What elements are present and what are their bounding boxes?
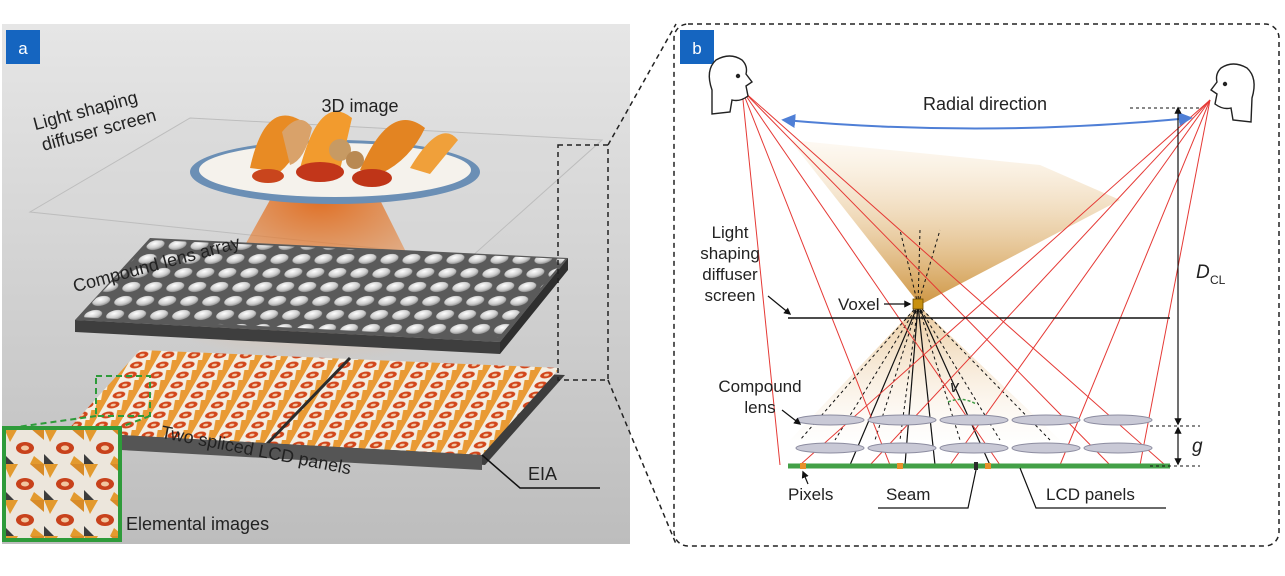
label-radial-direction: Radial direction [923,94,1047,114]
label-diffuser-line4: screen [704,286,755,305]
light-cone-upper [790,140,1120,305]
seam-marker [974,462,978,470]
label-compound-line1: Compound [718,377,801,396]
panel-b-badge [680,30,714,64]
lcd-seam-line [264,356,352,447]
zoom-link-bottom [607,379,677,545]
panel-a: a [2,23,677,545]
label-diffuser-line2: shaping [700,244,760,263]
compound-lens-row [795,414,1153,454]
label-diffuser-line1: Light [712,223,749,242]
lcd-panel-edge [66,432,482,470]
pixel-marker-2 [897,463,903,469]
eia-layer [66,350,560,455]
label-v: v [950,377,960,396]
angle-v-arc [947,398,977,405]
diffuser-pointer [767,295,792,315]
inset-source-box [95,375,151,417]
label-eia: EIA [528,464,557,484]
panel-a-badge-text: a [18,39,28,58]
label-dcl-sub: CL [1210,273,1226,287]
panel-b-badge-text: b [692,39,701,58]
lens-array-side [500,258,568,354]
eia-leader-line [481,454,600,489]
inset-link-right [117,415,151,429]
3d-image-plate [190,111,480,204]
viewer-face-right-icon [1209,63,1255,123]
lcd-panels-leader-line [1019,467,1166,509]
lens-array-edge [75,320,500,354]
elemental-images-inset [2,426,122,542]
label-pixels: Pixels [788,485,833,504]
viewer-face-left-icon [708,55,754,115]
zoom-region-box [557,144,609,381]
pixel-marker-3 [985,463,991,469]
pixel-marker-1 [800,463,806,469]
inset-link-left [9,415,97,429]
label-elemental-images: Elemental images [126,514,269,534]
panel-b: b [673,23,1280,547]
label-compound-line2: lens [744,398,775,417]
red-rays [741,89,1211,466]
panel-a-badge [6,30,40,64]
label-seam: Seam [886,485,930,504]
lens-array [78,240,565,338]
label-lcd-panels: LCD panels [1046,485,1135,504]
label-dcl-main: D [1196,262,1210,283]
seam-leader-line [878,469,977,509]
pixels-pointer [801,470,809,485]
compound-lens-pointer [781,409,802,425]
voxel-rays-solid [849,304,991,466]
radial-direction-arrow [781,112,1193,130]
label-diffuser-line3: diffuser [702,265,758,284]
voxel-marker [912,298,924,310]
label-3d-image: 3D image [321,96,398,116]
label-g: g [1192,436,1203,457]
label-voxel: Voxel [838,295,880,314]
